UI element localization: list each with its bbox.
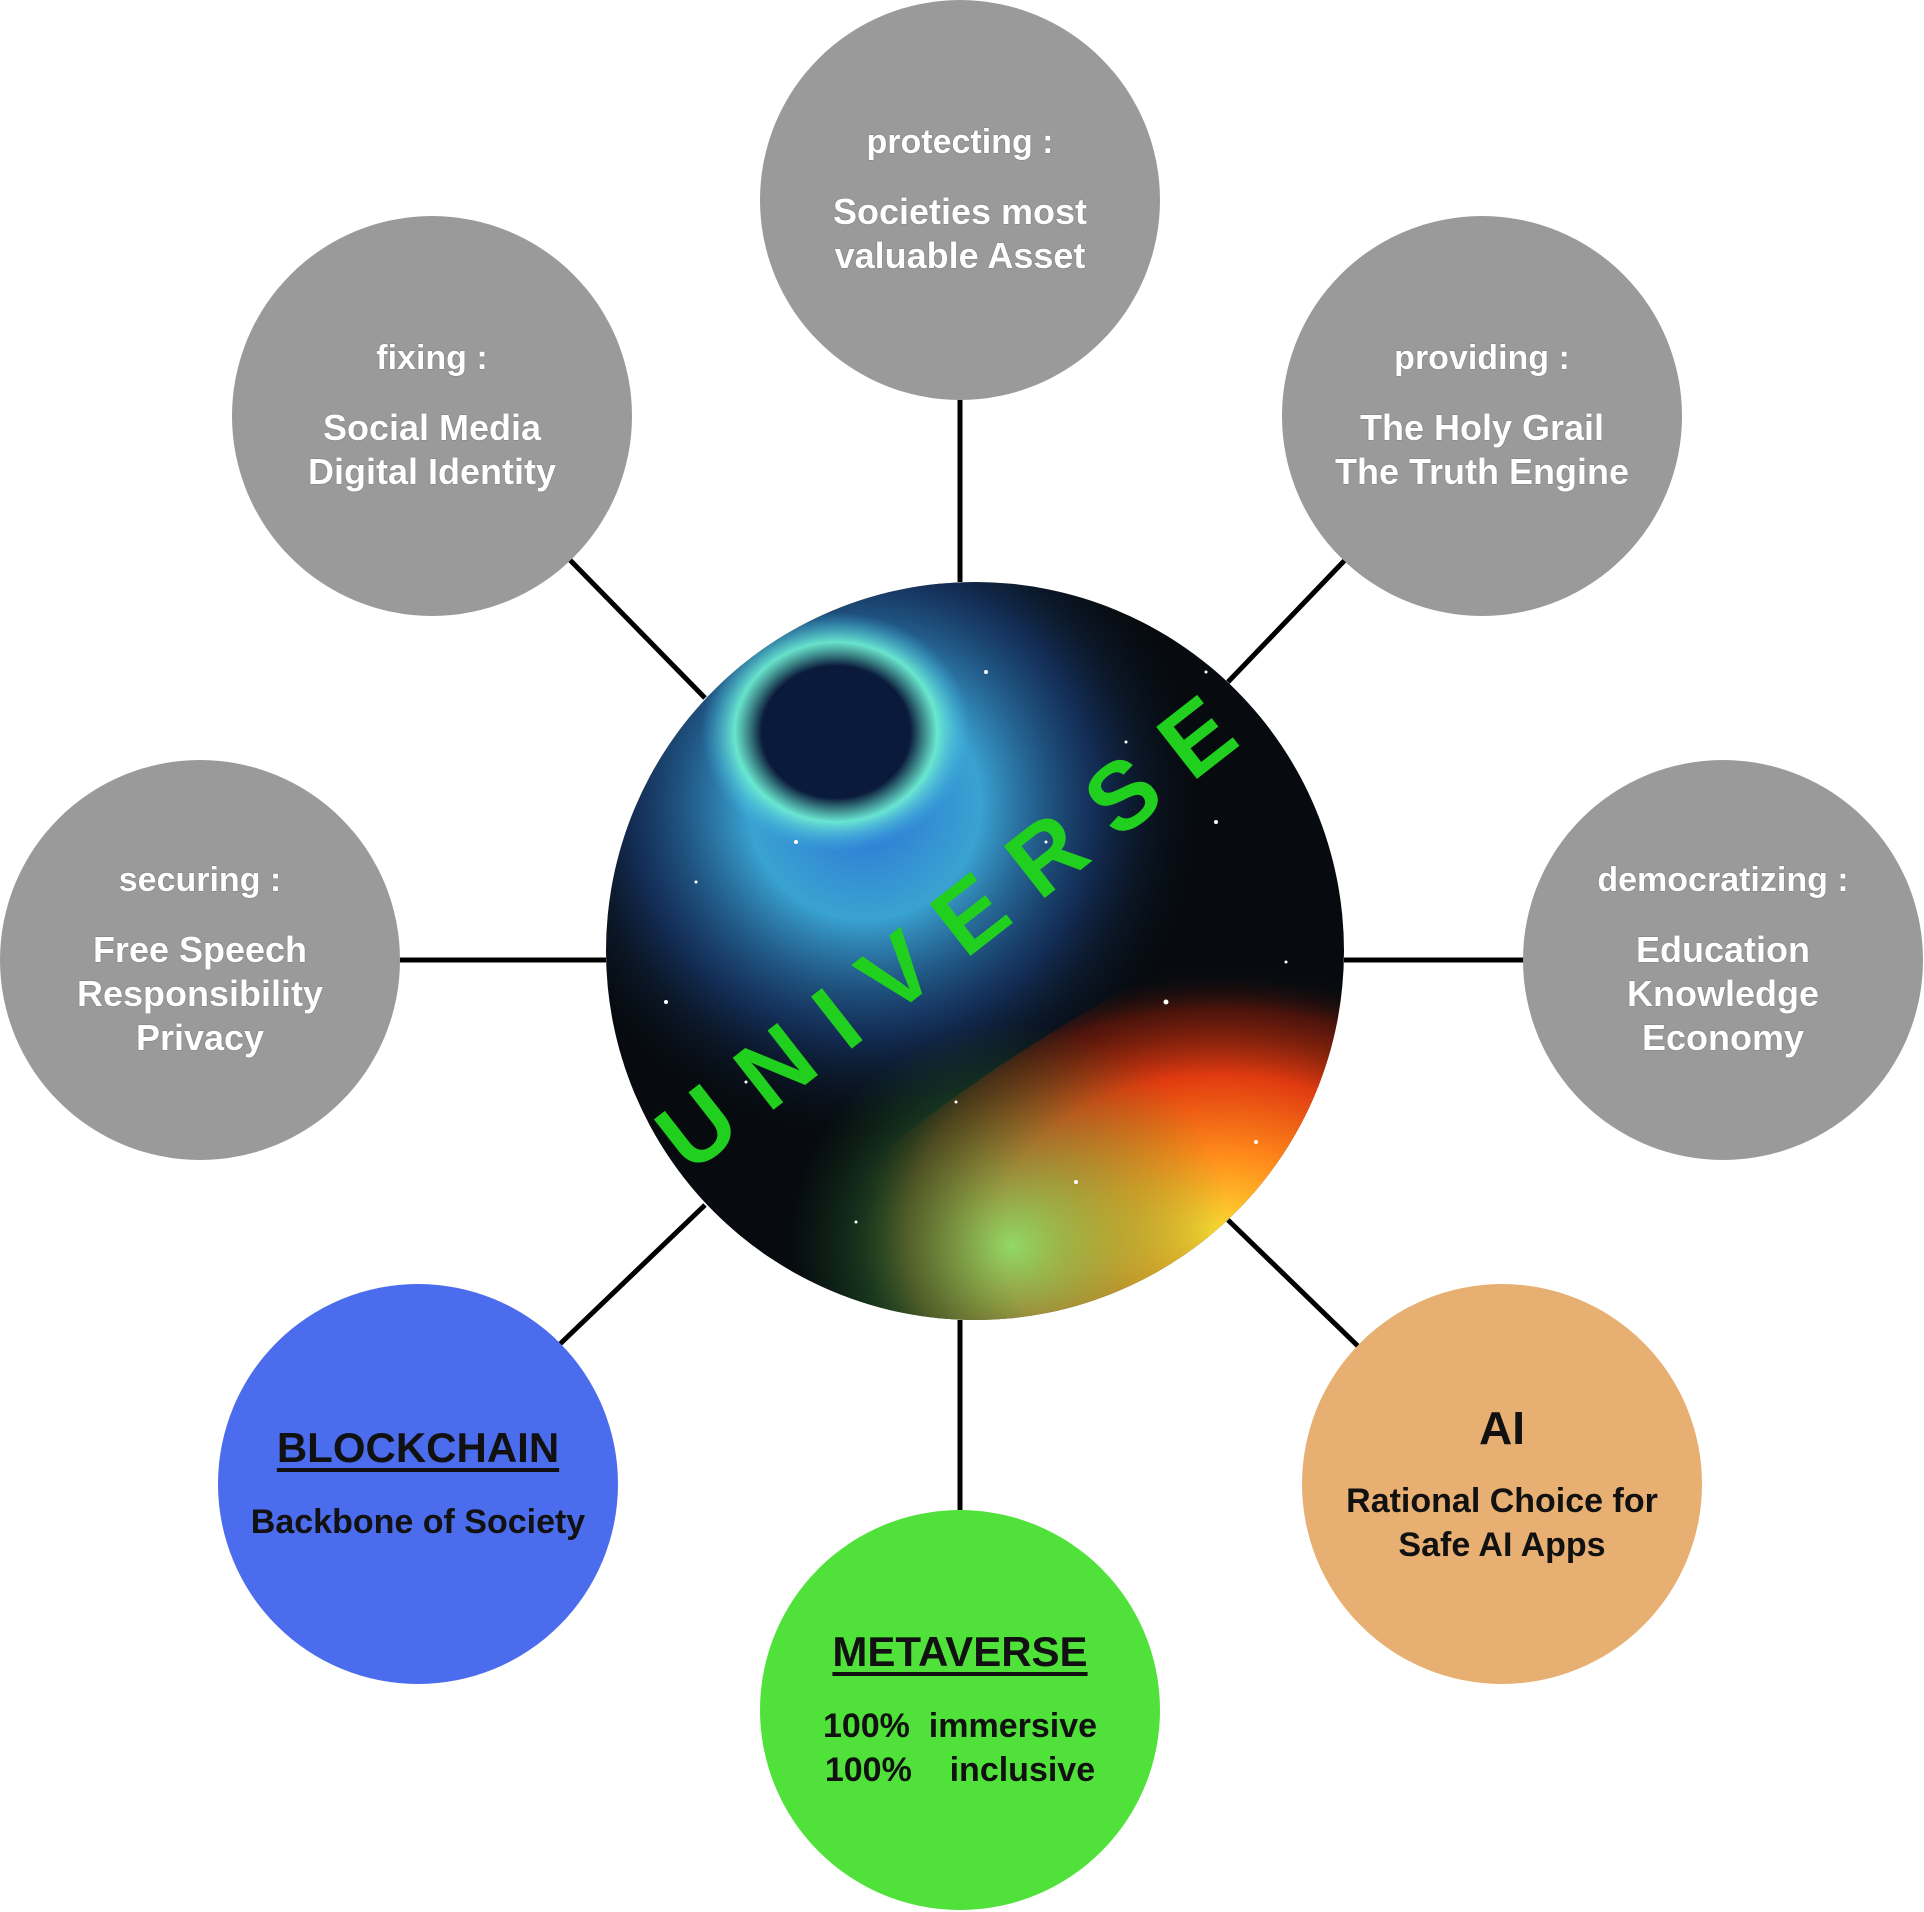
node-blockchain-title: BLOCKCHAIN — [276, 1424, 560, 1471]
node-securing: securing : Free Speech Responsibility Pr… — [0, 760, 400, 1160]
node-fixing-line-1: Social Media — [322, 406, 542, 448]
connector-bottom-right — [1226, 1218, 1364, 1352]
node-blockchain: BLOCKCHAIN Backbone of Society — [218, 1284, 618, 1684]
node-fixing-line-2: Digital Identity — [307, 450, 556, 492]
node-metaverse: METAVERSE 100% immersive 100% inclusive — [760, 1510, 1160, 1910]
connector-bottom-left — [558, 1203, 707, 1346]
node-providing-line-2: The Truth Engine — [1335, 450, 1629, 492]
node-fixing-verb: fixing : — [376, 338, 488, 377]
node-democratizing-line-2: Knowledge — [1626, 972, 1819, 1014]
node-protecting: protecting : Societies most valuable Ass… — [760, 0, 1160, 400]
node-ai: AI Rational Choice for Safe AI Apps — [1302, 1284, 1702, 1684]
node-providing-line-1: The Holy Grail — [1359, 406, 1605, 448]
node-democratizing-line-1: Education — [1635, 928, 1810, 970]
node-securing-verb: securing : — [118, 860, 282, 899]
node-metaverse-line-1: 100% immersive — [822, 1707, 1098, 1745]
node-fixing: fixing : Social Media Digital Identity — [232, 216, 632, 616]
universe-center-circle: UNIVERSE — [606, 582, 1344, 1320]
node-securing-line-2: Responsibility — [76, 972, 324, 1014]
node-metaverse-line-2: 100% inclusive — [824, 1751, 1096, 1789]
node-protecting-line-2: valuable Asset — [834, 234, 1086, 276]
connector-top-right — [1226, 558, 1347, 684]
node-securing-line-1: Free Speech — [92, 928, 308, 970]
node-securing-line-3: Privacy — [135, 1016, 265, 1058]
node-democratizing-line-3: Economy — [1641, 1016, 1805, 1058]
node-democratizing: democratizing : Education Knowledge Econ… — [1523, 760, 1923, 1160]
node-providing: providing : The Holy Grail The Truth Eng… — [1282, 216, 1682, 616]
node-blockchain-line-1: Backbone of Society — [250, 1503, 586, 1541]
node-providing-verb: providing : — [1394, 338, 1570, 377]
node-ai-line-1: Rational Choice for — [1346, 1482, 1658, 1520]
nebula-image: UNIVERSE — [606, 582, 1344, 1320]
node-democratizing-verb: democratizing : — [1597, 860, 1849, 899]
node-ai-line-2: Safe AI Apps — [1398, 1526, 1606, 1564]
node-metaverse-title: METAVERSE — [832, 1628, 1088, 1675]
connector-top-left — [568, 558, 707, 700]
node-ai-title: AI — [1479, 1402, 1525, 1454]
node-protecting-line-1: Societies most — [832, 190, 1088, 232]
node-protecting-verb: protecting : — [866, 122, 1054, 161]
